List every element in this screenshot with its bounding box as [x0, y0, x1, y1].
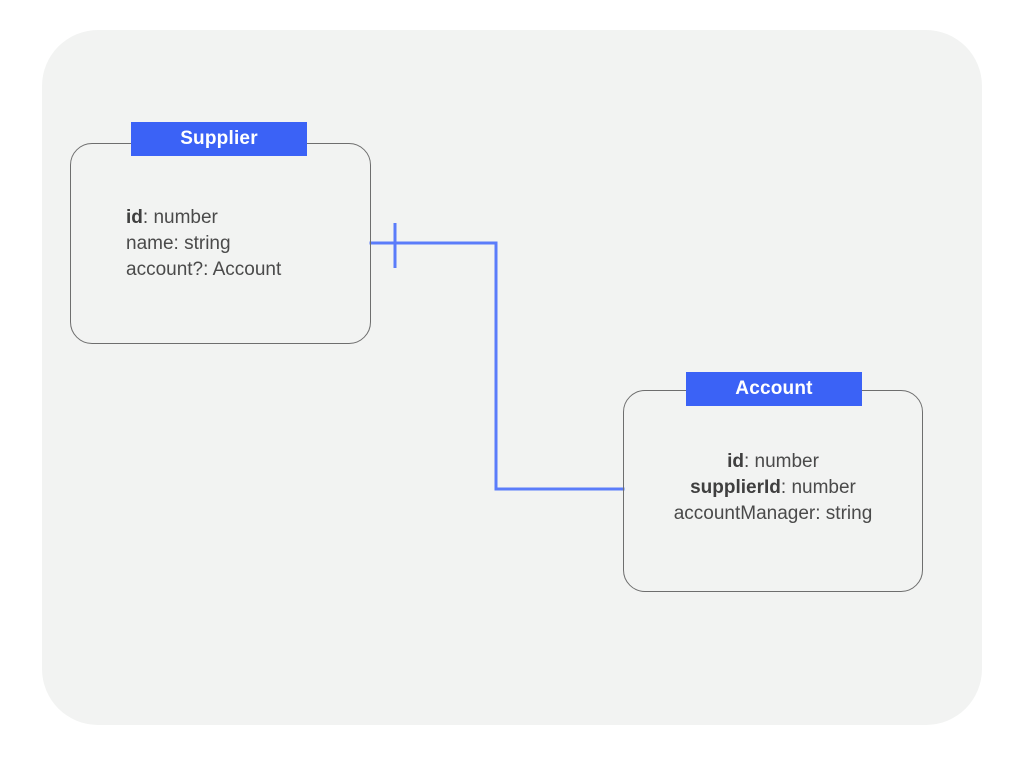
entity-title-account[interactable]: Account [686, 372, 862, 406]
field-type: accountManager: string [673, 503, 873, 524]
field-type: : number [142, 207, 218, 228]
field-type: : number [780, 477, 856, 498]
field-type: name: string [126, 233, 231, 254]
field-row: supplierId: number [623, 475, 923, 501]
entity-fields-supplier: id: number name: string account?: Accoun… [126, 205, 281, 283]
field-row: account?: Account [126, 257, 281, 283]
entity-fields-account: id: number supplierId: number accountMan… [623, 449, 923, 527]
field-row: name: string [126, 231, 281, 257]
entity-title-supplier[interactable]: Supplier [131, 122, 307, 156]
field-key: id [126, 207, 143, 228]
field-key: id [727, 451, 744, 472]
field-row: id: number [126, 205, 281, 231]
field-row: accountManager: string [623, 501, 923, 527]
field-row: id: number [623, 449, 923, 475]
field-key: supplierId [690, 477, 781, 498]
field-type: account?: Account [126, 259, 282, 280]
field-type: : number [743, 451, 819, 472]
